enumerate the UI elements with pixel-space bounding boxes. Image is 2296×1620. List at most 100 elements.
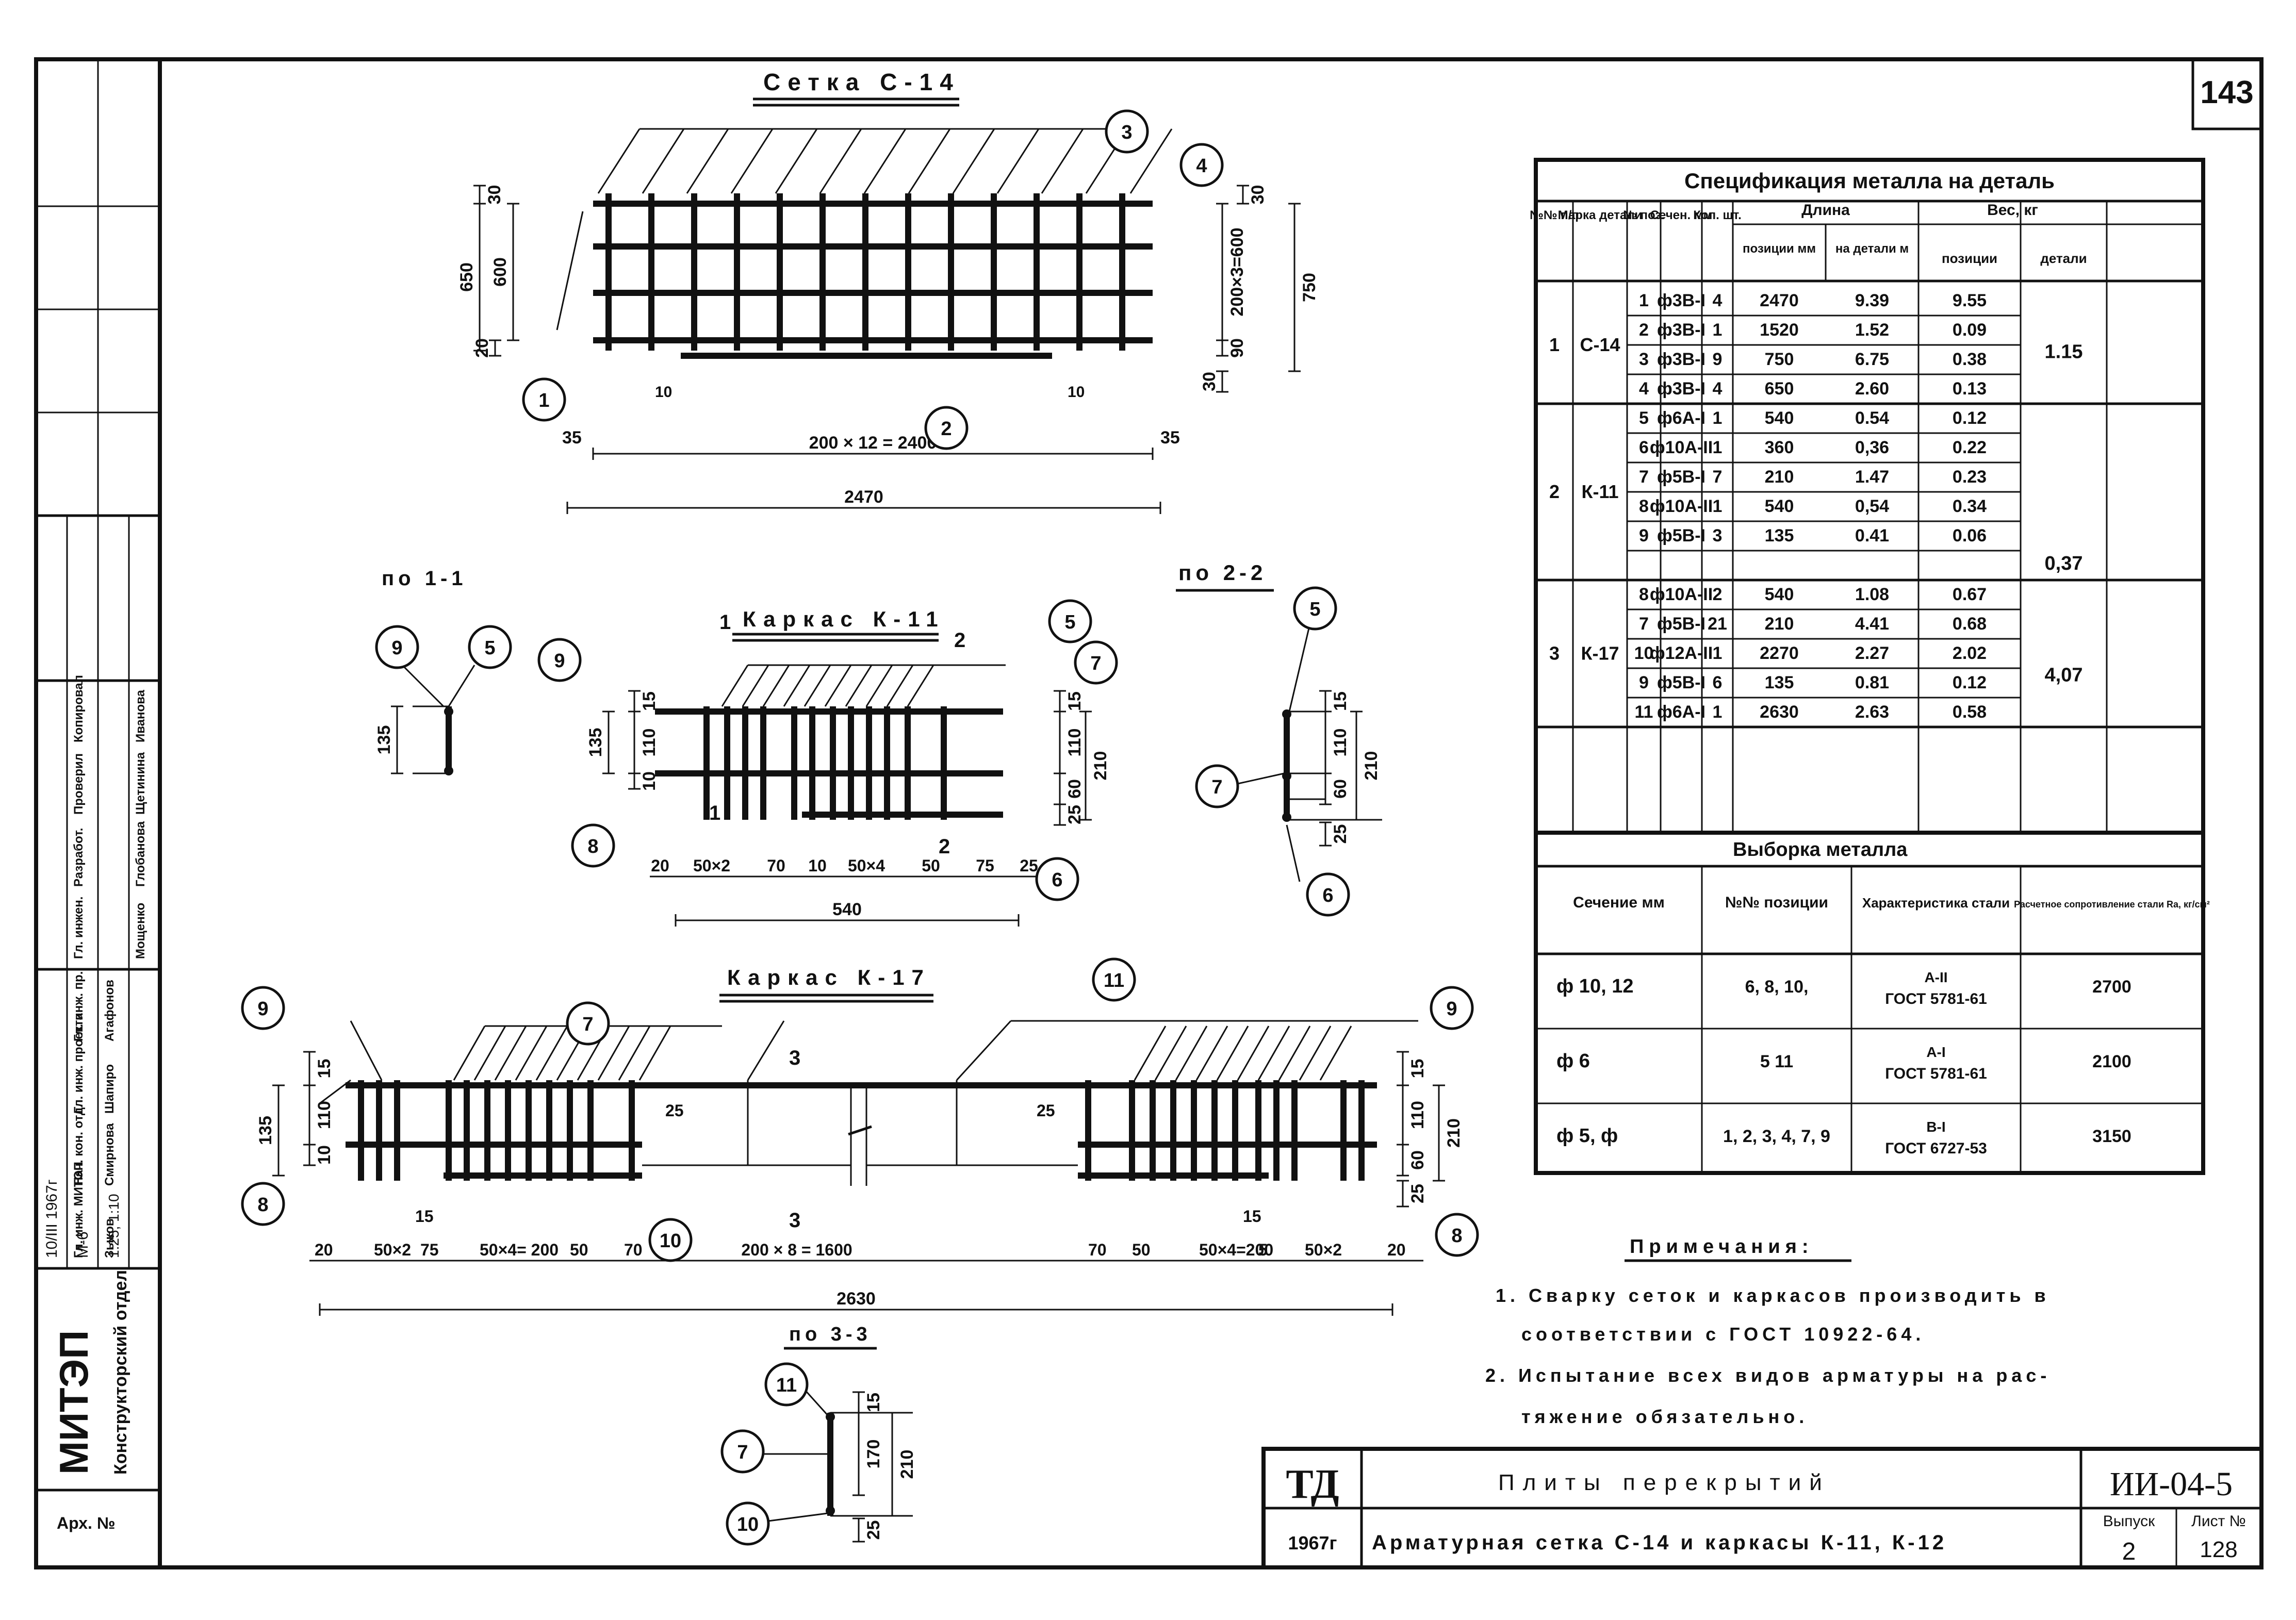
spec-group-marka: К-17 xyxy=(1581,643,1619,664)
section-1-1-bubble-5: 5 xyxy=(484,637,495,659)
leader xyxy=(494,1026,527,1081)
section-3-3-dim-15: 15 xyxy=(864,1393,883,1412)
section-1-1-title: по 1-1 xyxy=(382,567,467,590)
spec-cell: ф3В-I xyxy=(1657,379,1705,399)
section-2-2-bubble-6: 6 xyxy=(1322,885,1333,906)
spec-cell: 5 xyxy=(1639,408,1649,428)
k11-dim-left-10: 10 xyxy=(639,771,659,791)
line xyxy=(803,1388,829,1416)
side-name: Иванова xyxy=(134,689,147,742)
k17-dim-bottom-0: 20 xyxy=(315,1241,333,1259)
spec-cell: 7 xyxy=(1639,614,1649,634)
section-3-3-bubble-11-circle xyxy=(764,1362,809,1407)
k17-bubble-10: 10 xyxy=(660,1230,681,1252)
setka-dim-right-600: 200×3=600 xyxy=(1227,227,1247,316)
spec-cell: 0.54 xyxy=(1855,408,1889,428)
leader xyxy=(762,665,790,707)
spec-cell: 2.60 xyxy=(1855,379,1889,399)
spec-h-dl-pos: позиции мм xyxy=(1743,242,1816,256)
stamp-vypusk: 2 xyxy=(2122,1538,2136,1565)
leader xyxy=(642,128,685,194)
leader xyxy=(556,211,584,330)
spec-title: Спецификация металла на деталь xyxy=(1684,169,2055,193)
spec-cell: ф3В-I xyxy=(1657,291,1705,310)
leader xyxy=(686,128,729,194)
setka-bubble-1-circle xyxy=(522,377,566,422)
k17-bubble-8a: 8 xyxy=(257,1194,268,1216)
spec-cell: 0.13 xyxy=(1953,379,1987,399)
spec-cell: ф10А-II xyxy=(1650,497,1713,516)
k11-cut-2-top: 2 xyxy=(954,629,965,652)
setka-bubble-3-circle xyxy=(1105,109,1149,154)
spec-cell: ф6А-I xyxy=(1657,702,1705,722)
k11-dim-bottom-0: 20 xyxy=(651,856,669,875)
leader xyxy=(742,665,769,707)
vyborka-har2: ГОСТ 5781-61 xyxy=(1885,990,1987,1007)
section-2-2-bubble-7: 7 xyxy=(1211,776,1222,798)
bar-dot xyxy=(826,1506,835,1515)
leader xyxy=(1278,1026,1311,1081)
setka-dim-bottom-10b: 10 xyxy=(1068,384,1085,401)
k11-dim-left-15: 15 xyxy=(639,691,659,711)
setka-dim-right-30: 30 xyxy=(1248,185,1268,205)
k17-dim-right-60: 60 xyxy=(1408,1150,1428,1170)
k11-dim-bottom-5: 50 xyxy=(922,856,940,875)
side-date: 10/III 1967г xyxy=(43,1179,60,1258)
setka-dim-bottom-2400: 200 × 12 = 2400 xyxy=(809,433,937,453)
vyborka-sech: ф 10, 12 xyxy=(1556,976,1633,997)
page-number: 143 xyxy=(2200,75,2253,110)
section-3-3-bubble-10: 10 xyxy=(737,1514,759,1535)
spec-cell: 540 xyxy=(1765,497,1794,516)
k17-title: Каркас К-17 xyxy=(727,965,931,989)
spec-cell: 1 xyxy=(1713,702,1723,722)
section-3-3-dim-170: 170 xyxy=(864,1440,883,1469)
side-dept: Конструкторский отдел xyxy=(111,1270,130,1475)
section-3-3-dim-210: 210 xyxy=(897,1450,917,1479)
vyborka-h-sech: Сечение мм xyxy=(1573,894,1665,911)
leader xyxy=(1195,1026,1228,1081)
stamp-list: 128 xyxy=(2200,1537,2237,1562)
note-2-line-1: 2. Испытание всех видов арматуры на рас- xyxy=(1485,1365,2051,1386)
leader xyxy=(865,665,893,707)
line xyxy=(747,1020,785,1081)
k11-dim-bottom-2: 70 xyxy=(767,856,785,875)
section-3-3-bubble-10-circle xyxy=(726,1501,770,1546)
leader xyxy=(597,128,641,194)
spec-cell: 2 xyxy=(1713,585,1723,604)
side-name: Агафонов xyxy=(103,980,117,1042)
spec-cell: 0.68 xyxy=(1953,614,1987,634)
leader xyxy=(907,665,934,707)
k17-dim-left-10: 10 xyxy=(315,1145,334,1165)
spec-cell: 6 xyxy=(1639,438,1649,457)
k11-dim-right-60: 60 xyxy=(1065,779,1085,799)
spec-group-marka: К-11 xyxy=(1581,481,1618,502)
section-2-2-dim-210: 210 xyxy=(1362,751,1381,781)
line xyxy=(448,665,475,707)
spec-cell: 7 xyxy=(1713,467,1723,487)
spec-group-no: 1 xyxy=(1549,334,1560,355)
setka-bubble-2-circle xyxy=(924,406,969,450)
vyborka-har1: А-II xyxy=(1924,969,1947,985)
leader xyxy=(1257,1026,1290,1081)
k17-dim-bottom-10: 5 xyxy=(1258,1241,1268,1259)
setka-dim-left-600: 600 xyxy=(490,257,510,287)
section-1-1-bubble-5-circle xyxy=(468,625,512,669)
notes: Примечания: 1. Сварку сеток и каркасов п… xyxy=(1485,1236,2051,1427)
k11-bubble-8-circle xyxy=(571,823,615,868)
k11-dim-bottom-1: 50×2 xyxy=(693,856,730,875)
vyborka-title: Выборка металла xyxy=(1733,839,1908,861)
leader xyxy=(473,1026,506,1081)
spec-cell: 2.02 xyxy=(1953,643,1987,663)
spec-cell: 4 xyxy=(1713,379,1723,399)
k11-dim-bottom-540: 540 xyxy=(832,900,862,919)
spec-cell: 135 xyxy=(1765,526,1794,545)
spec-cell: 0.12 xyxy=(1953,408,1987,428)
setka-dim-right-30b: 30 xyxy=(1200,372,1219,391)
line xyxy=(1286,824,1301,882)
spec-cell: 6 xyxy=(1713,673,1723,692)
k17-dim-bottom-9: 50×4=200 xyxy=(1199,1241,1273,1259)
spec-cell: 0.06 xyxy=(1953,526,1987,545)
vyborka-pos: 6, 8, 10, xyxy=(1745,977,1809,997)
leader xyxy=(1175,1026,1208,1081)
spec-h-pos: № поз. xyxy=(1623,208,1665,222)
